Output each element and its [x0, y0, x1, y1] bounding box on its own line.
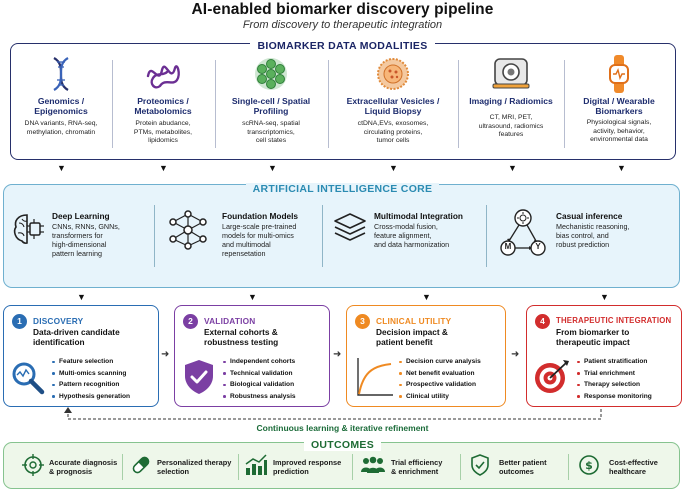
- modality-liquid-biopsy: Extracellular Vesicles / Liquid Biopsy c…: [329, 54, 457, 154]
- causal-node-m: M: [504, 242, 512, 251]
- crosshair-icon: [22, 453, 44, 481]
- divider: [568, 454, 569, 480]
- shield-icon: [470, 453, 490, 481]
- modalities-heading: BIOMARKER DATA MODALITIES: [0, 36, 685, 54]
- modality-single-cell: Single-cell / Spatial Profiling scRNA-se…: [216, 54, 326, 154]
- down-arrow-icon: ▼: [508, 163, 517, 173]
- layers-icon: [332, 212, 368, 247]
- down-arrow-icon: ▼: [422, 292, 431, 302]
- pill-icon: [130, 454, 152, 481]
- divider: [458, 60, 459, 148]
- brain-chip-icon: [10, 211, 46, 252]
- right-arrow-icon: ➜: [511, 349, 520, 360]
- ai-multimodal-integration: Multimodal Integration Cross-modal fusio…: [374, 211, 463, 249]
- scanner-icon: [459, 54, 563, 94]
- dna-icon: [12, 54, 110, 94]
- divider: [328, 60, 329, 148]
- down-arrow-icon: ▼: [389, 163, 398, 173]
- stage-validation: 2 VALIDATION External cohorts &robustnes…: [174, 305, 330, 407]
- down-arrow-icon: ▼: [77, 292, 86, 302]
- page-title: AI-enabled biomarker discovery pipeline: [191, 1, 494, 18]
- ai-deep-learning: Deep Learning CNNs, RNNs, GNNs,transform…: [52, 211, 120, 258]
- modality-proteomics: Proteomics / Metabolomics Protein abudan…: [113, 54, 213, 154]
- divider: [460, 454, 461, 480]
- down-arrow-icon: ▼: [268, 163, 277, 173]
- outcome-trial-efficiency: Trial efficiency& enrichment: [360, 452, 442, 482]
- page-subtitle: From discovery to therapeutic integratio…: [242, 19, 443, 31]
- down-arrow-icon: ▼: [617, 163, 626, 173]
- feedback-loop-line: [64, 407, 602, 420]
- network-icon: [168, 209, 208, 256]
- modality-genomics: Genomics / Epigenomics DNA variants, RNA…: [12, 54, 110, 154]
- divider: [215, 60, 216, 148]
- stage-clinical-utility: 3 CLINICAL UTILITY Decision impact &pati…: [346, 305, 506, 407]
- cells-icon: [216, 54, 326, 94]
- bar-growth-icon: [244, 453, 268, 481]
- down-arrow-icon: ▼: [248, 292, 257, 302]
- divider: [112, 60, 113, 148]
- ai-foundation-models: Foundation Models Large-scale pre-traine…: [222, 211, 299, 258]
- curve-chart-icon: [355, 356, 395, 403]
- svg-text:$: $: [585, 459, 593, 472]
- divider: [352, 454, 353, 480]
- target-icon: [533, 358, 571, 401]
- causal-node-y: Y: [535, 242, 541, 251]
- dollar-icon: $: [578, 454, 600, 481]
- stage-therapeutic-integration: 4 THERAPEUTIC INTEGRATION From biomarker…: [526, 305, 682, 407]
- right-arrow-icon: ➜: [333, 349, 342, 360]
- divider: [564, 60, 565, 148]
- protein-icon: [113, 54, 213, 94]
- modality-imaging: Imaging / Radiomics CT, MRI, PET,ultraso…: [459, 54, 563, 154]
- watch-icon: [565, 54, 673, 94]
- modalities-panel: [10, 43, 676, 160]
- divider: [322, 205, 323, 267]
- outcome-diagnosis: Accurate diagnosis& prognosis: [22, 452, 117, 482]
- down-arrow-icon: ▼: [159, 163, 168, 173]
- divider: [238, 454, 239, 480]
- causal-icon: M Y: [494, 208, 552, 269]
- vesicle-icon: [329, 54, 457, 94]
- modality-wearable: Digital / Wearable Biomarkers Physiologi…: [565, 54, 673, 154]
- right-arrow-icon: ➜: [161, 349, 170, 360]
- down-arrow-icon: ▼: [57, 163, 66, 173]
- divider: [122, 454, 123, 480]
- people-icon: [360, 455, 386, 480]
- down-arrow-icon: ▼: [600, 292, 609, 302]
- feedback-loop-label: Continuous learning & iterative refineme…: [256, 423, 429, 433]
- search-icon: [10, 360, 46, 401]
- outcomes-heading: OUTCOMES: [0, 435, 685, 453]
- ai-causal-inference: Casual inference Mechanistic reasoning,b…: [556, 211, 630, 249]
- ai-core-heading: ARTIFICIAL INTELLIGENCE CORE: [0, 179, 685, 197]
- divider: [486, 205, 487, 267]
- divider: [154, 205, 155, 267]
- shield-check-icon: [183, 358, 215, 401]
